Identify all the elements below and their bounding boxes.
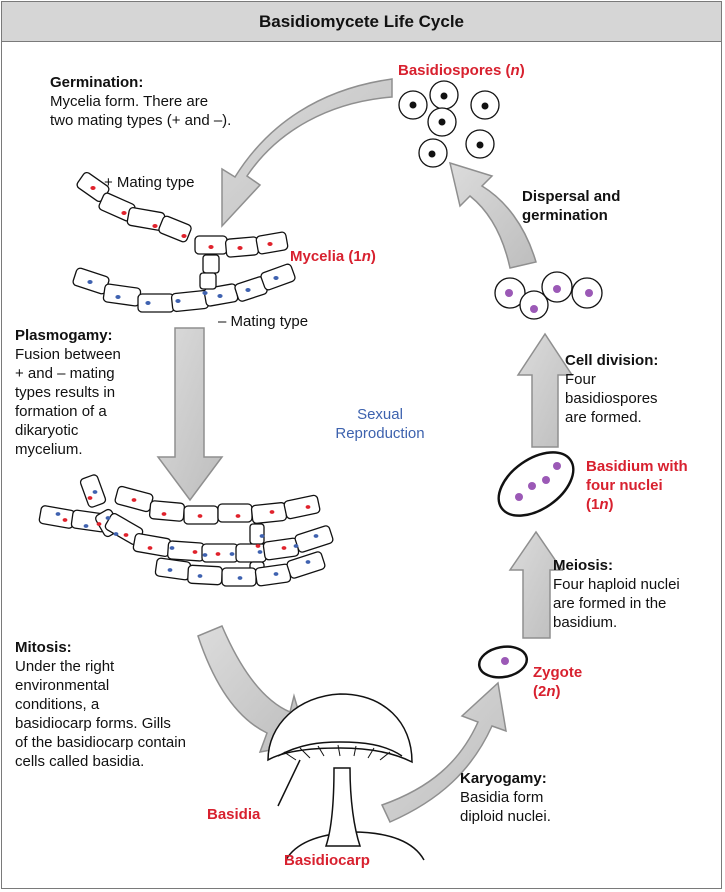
zygote-label: Zygote (2n) [533, 663, 582, 701]
basidium-label: Basidium with four nuclei (1n) [586, 457, 688, 514]
plasmogamy-line: + and – mating [15, 365, 115, 382]
mycelia-label: Mycelia (1n) [290, 247, 376, 266]
arrow-cells-to-spores [448, 161, 537, 269]
meiosis-heading: Meiosis: [553, 557, 614, 574]
dispersal-heading: Dispersal and [522, 188, 621, 205]
basidia-label: Basidia [207, 806, 261, 823]
arrow-basidiocarp-to-zygote [380, 681, 507, 823]
cell-division-line: are formed. [565, 409, 642, 426]
mitosis-line: environmental [15, 677, 110, 694]
mitosis-line: Under the right [15, 658, 115, 675]
cell-division-line: Four [565, 371, 596, 388]
plus-mating-label: + Mating type [104, 174, 195, 191]
germination-line: Mycelia form. There are [50, 93, 209, 110]
basidium-label-italic: n [599, 496, 609, 513]
mitosis-line: basidiocarp forms. Gills [15, 715, 171, 732]
meiosis-line: basidium. [553, 614, 618, 631]
germination-heading: Germination: [50, 74, 144, 91]
cell-division-line: basidiospores [565, 390, 658, 407]
plasmogamy-block: Plasmogamy: Fusion between + and – matin… [15, 326, 185, 459]
arrow-basidium-to-spores-cells [516, 332, 574, 448]
zygote-cell [477, 645, 529, 679]
minus-mating-label: – Mating type [218, 313, 309, 330]
basidium-label-suffix: ) [608, 496, 614, 513]
basidiospore-nuclei [505, 285, 593, 313]
basidiospores-label-prefix: Basidiospores ( [398, 62, 511, 79]
mitosis-heading: Mitosis: [15, 639, 72, 656]
cell-division-block: Cell division: Four basidiospores are fo… [565, 351, 715, 427]
arrow-zygote-to-basidium [508, 530, 564, 639]
germination-block: Germination: Mycelia form. There are two… [50, 73, 310, 130]
basidiocarp-mushroom [267, 693, 425, 861]
basidiospores-label-suffix: ) [519, 62, 525, 79]
mycelia-label-suffix: ) [370, 248, 376, 265]
plasmogamy-line: Fusion between [15, 346, 121, 363]
mycelia-label-italic: n [361, 248, 371, 265]
karyogamy-block: Karyogamy: Basidia form diploid nuclei. [460, 769, 610, 826]
mycelia-label-prefix: Mycelia (1 [290, 248, 362, 265]
zygote-label-italic: n [546, 683, 556, 700]
zygote-label-line: Zygote [533, 664, 583, 681]
cycle-arrows [156, 78, 574, 823]
mitosis-line: cells called basidia. [15, 753, 145, 770]
plasmogamy-line: mycelium. [15, 441, 83, 458]
basidium-label-prefix: (1 [586, 496, 600, 513]
karyogamy-line: diploid nuclei. [460, 808, 551, 825]
karyogamy-heading: Karyogamy: [460, 770, 547, 787]
arrow-mycelia-to-dikaryon [156, 327, 224, 502]
plasmogamy-line: formation of a [15, 403, 107, 420]
center-label-line: Sexual [357, 406, 403, 423]
minus-nuclei [87, 276, 279, 305]
spore-nuclei [409, 92, 489, 158]
germination-line: two mating types (+ and –). [50, 112, 232, 129]
meiosis-line: are formed in the [553, 595, 667, 612]
page-title: Basidiomycete Life Cycle [258, 12, 465, 31]
zygote-label-suffix: ) [555, 683, 561, 700]
arrow-spores-to-mycelia [221, 78, 393, 228]
mitosis-line: conditions, a [15, 696, 100, 713]
dikaryotic-mycelium [38, 474, 334, 587]
meiosis-line: Four haploid nuclei [553, 576, 680, 593]
karyogamy-line: Basidia form [460, 789, 544, 806]
basidium-cell [497, 451, 575, 517]
haploid-basidiospores [398, 80, 500, 168]
center-label: Sexual Reproduction [320, 405, 440, 443]
mitosis-block: Mitosis: Under the right environmental c… [15, 638, 245, 771]
dikaryon-red-nuclei [62, 496, 311, 556]
basidiospores-label: Basidiospores (n) [398, 61, 525, 80]
plasmogamy-line: types results in [15, 384, 116, 401]
center-label-line: Reproduction [335, 425, 425, 442]
mitosis-line: of the basidiocarp contain [15, 734, 186, 751]
cell-division-heading: Cell division: [565, 352, 659, 369]
dispersal-block: Dispersal and germination [522, 187, 672, 225]
basidium-label-line: Basidium with [586, 458, 688, 475]
zygote-label-prefix: (2 [533, 683, 547, 700]
plus-nuclei [90, 186, 273, 250]
basidiocarp-label: Basidiocarp [284, 852, 370, 869]
dikaryon-blue-nuclei [55, 490, 319, 580]
four-basidiospores [494, 271, 603, 320]
dispersal-heading: germination [522, 207, 608, 224]
plasmogamy-line: dikaryotic [15, 422, 79, 439]
title-bar: Basidiomycete Life Cycle [2, 2, 721, 42]
basidium-label-line: four nuclei [586, 477, 663, 494]
minus-mating-hypha [72, 263, 296, 313]
basidiospores-label-italic: n [510, 62, 520, 79]
meiosis-block: Meiosis: Four haploid nuclei are formed … [553, 556, 713, 632]
plasmogamy-heading: Plasmogamy: [15, 327, 113, 344]
